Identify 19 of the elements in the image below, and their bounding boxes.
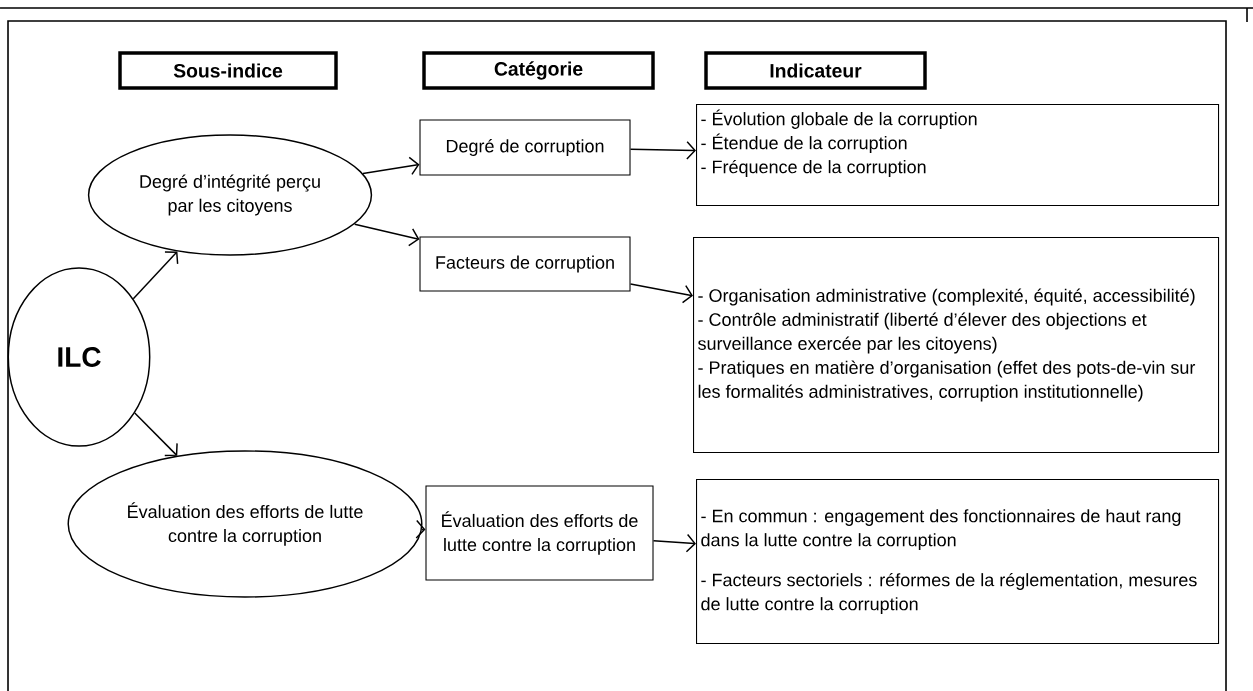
category-box: Degré de corruption	[419, 119, 631, 176]
indicator-box: - Organisation administrative (complexité, équité, accessibilité) - Contrôle administratif (liberté d’élever des objections et surveillance exercée par les citoyens) - Pratiques en matière d’organisation (effet des pots-de-vin sur les formalités administratives, corruption institutionnelle)	[693, 237, 1220, 454]
arrow	[629, 283, 693, 304]
ellipse-node: ILC	[7, 267, 151, 447]
ellipse-node: Évaluation des efforts de lutte contre la corruption	[67, 450, 423, 598]
category-box: Évaluation des efforts de lutte contre la corruption	[425, 485, 654, 581]
arrow	[629, 140, 696, 160]
arrow	[353, 223, 420, 247]
ellipse-node: Degré d’intégrité perçu par les citoyens	[87, 134, 373, 256]
column-header: Sous-indice	[118, 51, 338, 90]
column-header: Catégorie	[422, 51, 655, 90]
indicator-box: - En commun : engagement des fonctionnaires de haut rang dans la lutte contre la corruption - Facteurs sectoriels : réformes de la réglementation, mesures de lutte contre la corruption	[696, 479, 1220, 645]
arrow	[132, 251, 179, 300]
category-box: Facteurs de corruption	[419, 236, 631, 292]
arrow	[134, 412, 178, 457]
indicator-box: - Évolution globale de la corruption - Étendue de la corruption - Fréquence de la corruption	[696, 104, 1220, 207]
arrow	[362, 156, 420, 176]
column-header: Indicateur	[704, 51, 927, 90]
arrow	[652, 533, 696, 553]
